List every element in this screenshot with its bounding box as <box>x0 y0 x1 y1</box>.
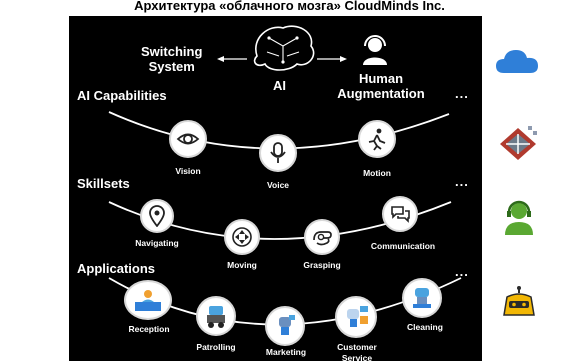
map-pin-icon <box>149 205 165 227</box>
customer-service-node <box>335 296 377 338</box>
marketing-node <box>265 306 305 346</box>
service-robot-icon <box>347 306 368 327</box>
communication-node <box>382 196 418 232</box>
cleaning-label: Cleaning <box>407 322 443 332</box>
eye-icon <box>176 133 200 145</box>
chat-bubbles-icon <box>391 206 410 223</box>
running-person-icon <box>368 128 386 151</box>
grasping-node <box>304 219 340 255</box>
move-arrows-icon <box>232 227 252 247</box>
vision-node <box>169 120 207 158</box>
cleaning-robot-icon <box>413 288 431 308</box>
skillsets-more: ... <box>455 174 469 189</box>
marketing-label: Marketing <box>265 347 307 357</box>
ai-capabilities-title: AI Capabilities <box>77 88 167 103</box>
cloud-icon <box>496 50 538 73</box>
microphone-icon <box>270 142 286 163</box>
reception-desk-icon <box>135 290 161 311</box>
motion-label: Motion <box>363 168 391 178</box>
page-title: Архитектура «облачного мозга» CloudMinds… <box>134 0 445 13</box>
voice-label: Voice <box>266 180 290 190</box>
human-operator-icon <box>505 200 533 235</box>
applications-more: ... <box>455 264 469 279</box>
patrol-robot-icon <box>207 306 225 328</box>
cleaning-node <box>402 278 442 318</box>
marketing-robot-icon <box>279 315 295 335</box>
reception-label: Reception <box>128 324 170 334</box>
moving-node <box>224 219 260 255</box>
patrolling-node <box>196 296 236 336</box>
voice-node <box>259 134 297 172</box>
skillsets-title: Skillsets <box>77 176 130 191</box>
robot-head-icon <box>503 286 535 316</box>
network-chip-icon <box>500 126 537 160</box>
reception-node <box>124 280 172 320</box>
navigating-node <box>140 199 174 233</box>
applications-title: Applications <box>77 261 156 276</box>
vision-label: Vision <box>175 166 201 176</box>
customer-service-label: Customer Service <box>337 342 377 361</box>
grasping-label: Grasping <box>303 260 341 270</box>
arrow-head-left <box>217 56 224 62</box>
grasping-hand-icon <box>313 231 332 246</box>
ai-label: AI <box>273 78 286 93</box>
operator-headset-icon <box>363 35 387 65</box>
arrow-head-right <box>340 56 347 62</box>
ai-capabilities-more: ... <box>455 86 469 101</box>
motion-node <box>358 120 396 158</box>
patrolling-label: Patrolling <box>196 342 236 352</box>
brain-icon <box>253 25 315 71</box>
communication-label: Communication <box>370 241 436 251</box>
moving-label: Moving <box>227 260 257 270</box>
navigating-label: Navigating <box>135 238 179 248</box>
